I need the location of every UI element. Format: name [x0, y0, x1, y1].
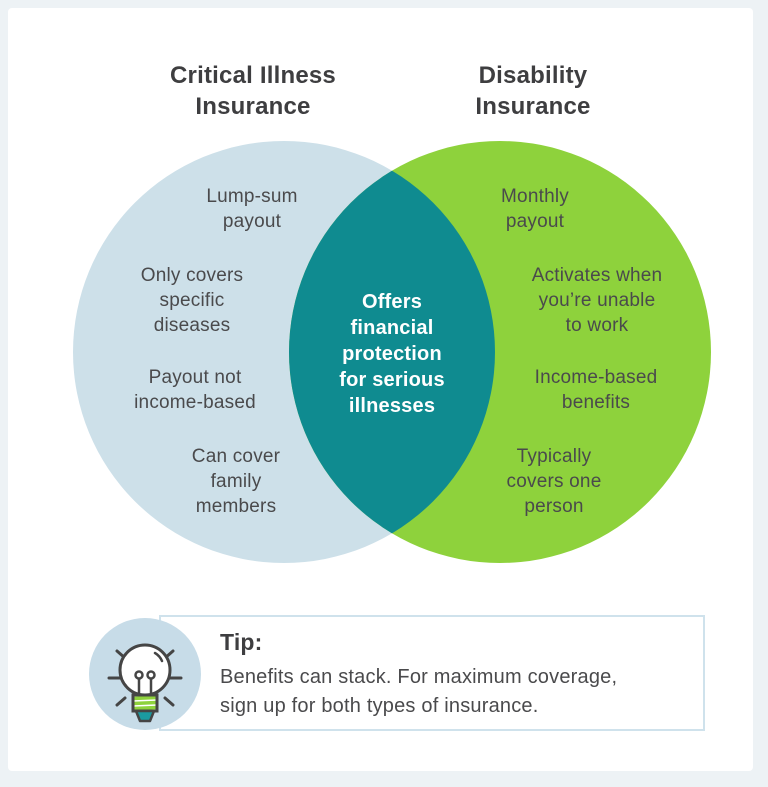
lightbulb-highlight: [153, 651, 164, 663]
right-item-activates-when-unable-to-work: Activates when you’re unable to work: [531, 265, 663, 336]
right-item-income-based-benefits: Income-based benefits: [534, 367, 658, 413]
venn-diagram: [73, 141, 711, 563]
tip-label: Tip:: [220, 629, 263, 655]
lightbulb-cap: [134, 709, 156, 723]
left-item-only-covers-specific-diseases: Only covers specific diseases: [140, 265, 244, 336]
left-circle-title: Critical Illness Insurance: [170, 62, 336, 120]
right-circle-title: Disability Insurance: [475, 62, 591, 120]
overlap-label: Offers financial protection for serious …: [339, 291, 445, 417]
right-item-typically-covers-one-person: Typically covers one person: [506, 446, 602, 517]
tip-icon-badge: [89, 618, 201, 730]
lightbulb-filament: [134, 670, 156, 697]
lightbulb-base: [131, 693, 159, 713]
left-item-payout-not-income-based: Payout not income-based: [134, 367, 256, 413]
lightbulb-rays: [107, 649, 183, 707]
right-item-monthly-payout: Monthly payout: [501, 186, 569, 232]
left-item-lump-sum-payout: Lump-sum payout: [206, 186, 298, 232]
lightbulb-icon: [107, 643, 183, 723]
left-item-can-cover-family-members: Can cover family members: [191, 446, 281, 517]
overlap-region: [289, 141, 495, 563]
tip-box: Tip: Benefits can stack. For maximum cov…: [159, 615, 705, 731]
infographic-card: Critical Illness Insurance Disability In…: [8, 8, 753, 771]
lightbulb-glass: [118, 643, 172, 697]
tip-text: Benefits can stack. For maximum coverage…: [220, 666, 618, 717]
